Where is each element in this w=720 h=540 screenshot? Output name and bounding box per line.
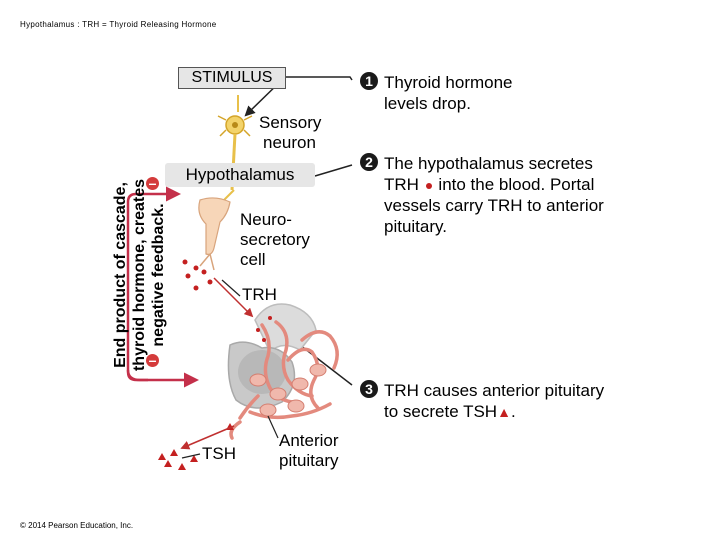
step-2-number: 2 <box>360 153 378 171</box>
feedback-minus-marker-top: – <box>146 176 159 190</box>
trh-dot-icon <box>425 182 432 189</box>
step-3-line1: TRH causes anterior pituitary <box>384 381 605 400</box>
step-1-line1: Thyroid hormone <box>384 73 513 92</box>
step-1-number: 1 <box>360 72 378 90</box>
trh-arrow <box>213 277 254 318</box>
anterior-pituitary-line1: Anterior <box>279 431 339 450</box>
anterior-pituitary-cells <box>249 363 327 417</box>
neurosecretory-cell-label: Neuro- secretory cell <box>240 210 310 270</box>
trh-molecules <box>182 259 272 342</box>
step-1-line2: levels drop. <box>384 94 471 113</box>
neurosecretory-label-line1: Neuro- <box>240 210 292 229</box>
neurosecretory-label-line2: secretory <box>240 230 310 249</box>
stimulus-label: STIMULUS <box>178 67 286 89</box>
sensory-neuron <box>215 95 253 209</box>
anterior-pituitary-label: Anterior pituitary <box>279 431 339 471</box>
step-2-line2: TRH into the blood. Portal <box>384 174 604 195</box>
tsh-triangle-icon: ▲ <box>497 404 511 420</box>
negative-feedback-text: End product of cascade, thyroid hormone,… <box>111 155 168 395</box>
anterior-pituitary-line2: pituitary <box>279 451 339 470</box>
step-3-period: . <box>510 402 516 421</box>
feedback-line1: End product of cascade, <box>112 182 129 368</box>
step-3-tsh: to secrete TSH <box>384 402 498 421</box>
neurosecretory-label-line3: cell <box>240 250 266 269</box>
copyright-notice: © 2014 Pearson Education, Inc. <box>20 521 134 530</box>
step-3: 3 TRH causes anterior pituitary to secre… <box>360 380 604 423</box>
step-2-line1: The hypothalamus secretes <box>384 154 593 173</box>
step-3-line2: to secrete TSH▲. <box>384 401 604 423</box>
label-leader-lines <box>181 279 279 459</box>
sensory-neuron-label-line1: Sensory <box>259 113 322 132</box>
step-2-line2-rest: into the blood. Portal <box>438 175 595 194</box>
step-3-number: 3 <box>360 380 378 398</box>
feedback-minus-marker-bottom: – <box>146 353 159 367</box>
step-1: 1 Thyroid hormone levels drop. <box>360 72 513 114</box>
step-2: 2 The hypothalamus secretes TRH into the… <box>360 153 604 237</box>
neurosecretory-cell <box>198 197 231 271</box>
sensory-neuron-label-line2: neuron <box>263 133 316 152</box>
tsh-arrow <box>180 425 235 450</box>
trh-label: TRH <box>242 285 277 304</box>
tsh-label: TSH <box>202 444 236 463</box>
step-2-line4: pituitary. <box>384 217 447 236</box>
page-title: Hypothalamus : TRH = Thyroid Releasing H… <box>20 20 217 29</box>
sensory-neuron-label: Sensory neuron <box>259 113 321 153</box>
step-2-line3: vessels carry TRH to anterior <box>384 196 604 215</box>
hypothalamus-label: Hypothalamus <box>165 163 315 187</box>
step-2-trh: TRH <box>384 175 419 194</box>
negative-feedback-arrows <box>126 186 199 388</box>
